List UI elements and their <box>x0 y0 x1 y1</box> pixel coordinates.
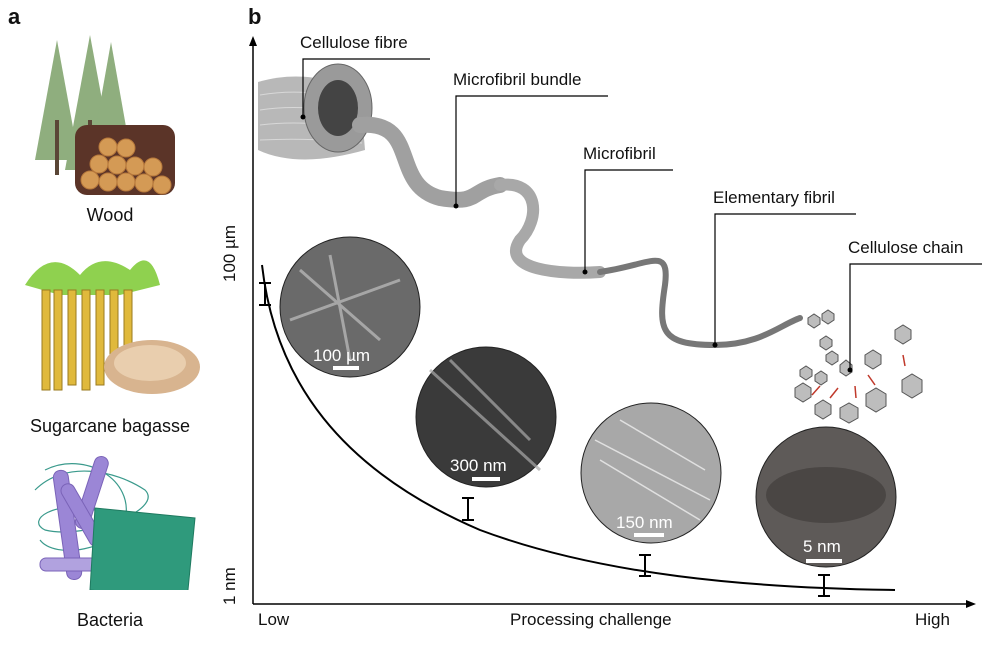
panel-b-letter: b <box>248 4 262 29</box>
error-bar-microfibril <box>639 554 651 577</box>
elementary-fibril-illustration <box>597 257 803 349</box>
micrograph-1: 100 µm <box>279 236 421 378</box>
label-elementary-fibril: Elementary fibril <box>713 188 835 207</box>
y-axis-bottom-label: 1 nm <box>220 567 239 605</box>
x-axis-arrow-icon <box>966 600 976 608</box>
scale-label-3: 150 nm <box>616 513 673 532</box>
label-cellulose-fibre: Cellulose fibre <box>300 33 408 52</box>
error-bar-elementary <box>818 574 830 597</box>
scale-label-1: 100 µm <box>313 346 370 365</box>
microfibril-illustration <box>494 178 606 279</box>
x-axis-low-label: Low <box>258 610 290 629</box>
label-microfibril: Microfibril <box>583 144 656 163</box>
panel-a-letter: a <box>8 4 21 29</box>
bacteria-cellulose-icon <box>34 455 196 590</box>
cellulose-chain-illustration <box>794 309 923 424</box>
error-bar-bundle <box>462 497 474 521</box>
error-bars <box>259 282 830 597</box>
source-label-wood: Wood <box>86 205 134 225</box>
y-axis-top-label: 100 µm <box>220 224 239 282</box>
cellulose-fibre-illustration <box>258 63 373 160</box>
micrograph-3: 150 nm <box>580 402 722 544</box>
micrograph-4: 5 nm <box>755 426 897 568</box>
sugarcane-bagasse-icon <box>25 260 200 394</box>
x-axis-high-label: High <box>915 610 950 629</box>
y-axis-arrow-icon <box>249 36 257 46</box>
scale-label-4: 5 nm <box>803 537 841 556</box>
source-label-sugarcane: Sugarcane bagasse <box>29 416 191 436</box>
label-microfibril-bundle: Microfibril bundle <box>453 70 582 89</box>
leader-lines <box>302 58 982 370</box>
source-label-bacteria: Bacteria <box>76 610 144 630</box>
microfibril-bundle-illustration <box>352 116 508 208</box>
scale-label-2: 300 nm <box>450 456 507 475</box>
x-axis-title: Processing challenge <box>510 610 672 629</box>
label-cellulose-chain: Cellulose chain <box>848 238 964 257</box>
error-bar-fibre <box>259 282 271 306</box>
hydrogen-bonds <box>811 354 906 399</box>
size-curve <box>261 264 896 591</box>
micrograph-2: 300 nm <box>415 346 557 488</box>
wood-logs-trees-icon <box>35 35 175 195</box>
